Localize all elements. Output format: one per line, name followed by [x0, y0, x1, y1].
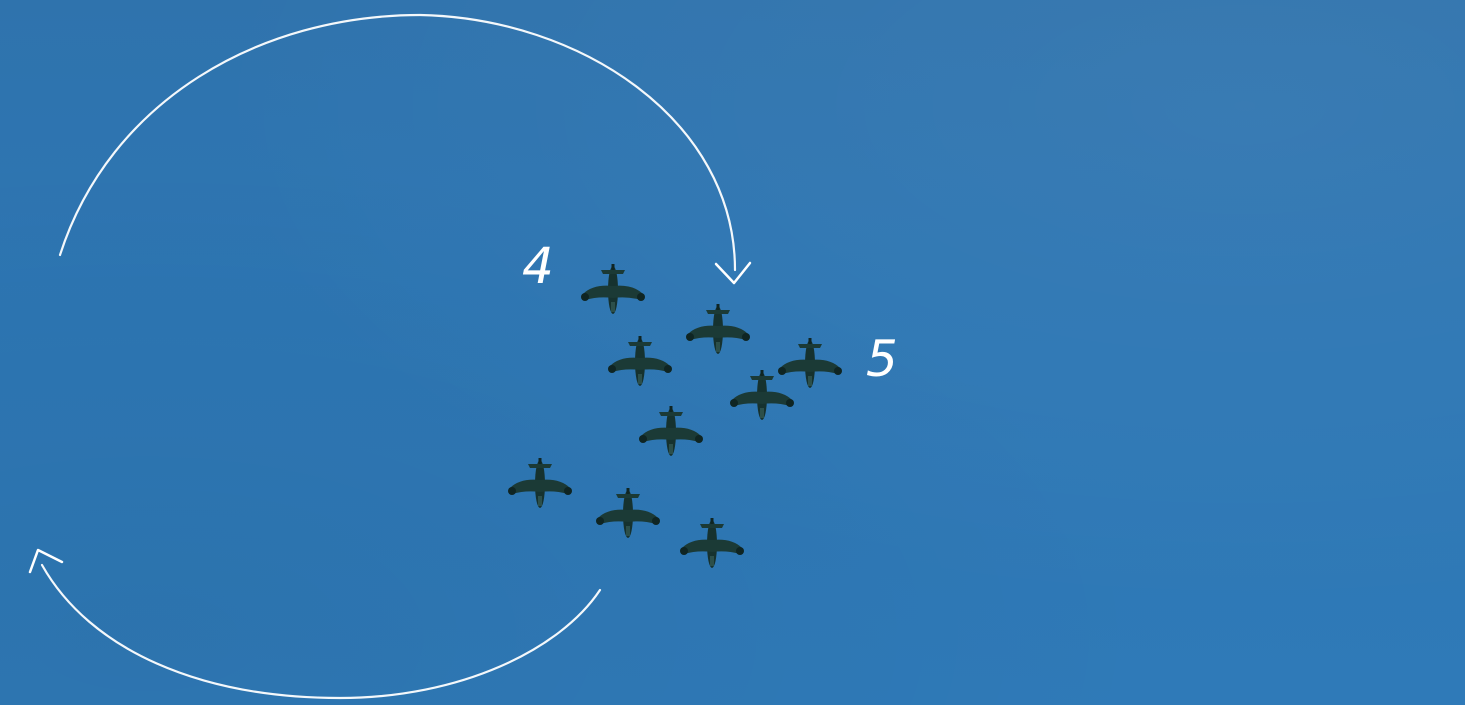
loop-arc-bottom [42, 565, 600, 698]
arrow-head-down-icon [716, 263, 750, 283]
jet-9 [680, 518, 744, 568]
loop-arc-top [60, 15, 735, 270]
jet-2 [686, 304, 750, 354]
label-number-4: 4 [522, 237, 554, 295]
arrow-head-up-icon [30, 550, 62, 572]
jet-7 [508, 458, 572, 508]
jet-3 [608, 336, 672, 386]
jet-4 [778, 338, 842, 388]
jet-6 [639, 406, 703, 456]
label-number-5: 5 [866, 330, 898, 388]
jet-1 [581, 264, 645, 314]
jet-5 [730, 370, 794, 420]
jet-formation [508, 264, 842, 568]
jet-8 [596, 488, 660, 538]
